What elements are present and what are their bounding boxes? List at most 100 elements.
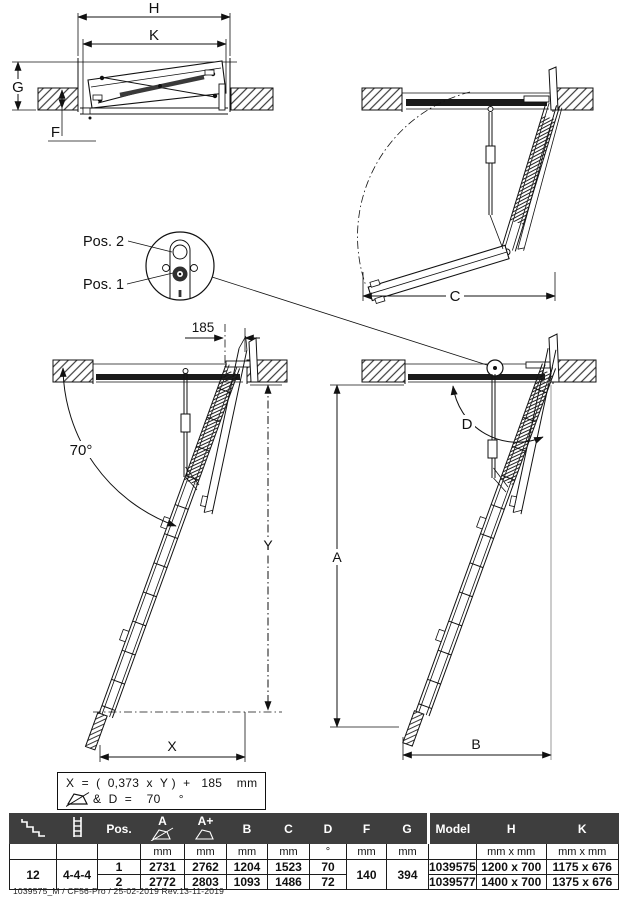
pos-cell: 1 [97, 859, 141, 875]
col-header-d-label: D [323, 821, 333, 836]
dim-label-a: A [332, 549, 342, 565]
unit-cell [97, 843, 141, 860]
a-plus-cell: 2762 [184, 859, 227, 875]
angle-arc-70 [59, 367, 177, 527]
col-header-a: A [140, 813, 185, 844]
open-door-frame-bar [406, 99, 547, 106]
pos-cell: 2 [97, 874, 141, 890]
formula-line-2-text: & D = 70 ° [93, 792, 184, 806]
tension-spring [510, 115, 556, 225]
table-header-row: Pos. A A+ B C D [9, 813, 619, 844]
unit-cell: mm x mm [475, 843, 547, 860]
closed-trapdoor-panel [80, 83, 228, 120]
col-header-g-label: G [402, 821, 412, 836]
col-header-pos: Pos. [97, 813, 141, 844]
drawing-folded-view: H K G F [10, 0, 274, 142]
door-frame-bar [408, 374, 545, 380]
ladder-icon [73, 817, 82, 837]
k-cell: 1175 x 676 [545, 859, 619, 875]
wall-hatch-left [37, 87, 79, 111]
dim-label-c: C [450, 288, 461, 305]
col-header-f: F [346, 813, 387, 844]
extended-ladder [402, 363, 557, 747]
label-pos-2: Pos. 2 [83, 234, 124, 250]
unit-cell: ° [309, 843, 347, 860]
col-header-b: B [226, 813, 268, 844]
d-cell: 72 [309, 874, 347, 890]
segments-cell: 4-4-4 [56, 859, 98, 890]
col-header-b-label: B [242, 821, 252, 836]
col-header-g: G [386, 813, 429, 844]
dim-label-y: Y [263, 537, 273, 553]
dim-label-185: 185 [192, 320, 215, 335]
table-units-row: mm mm mm mm ° mm mm mm x mm mm x mm [9, 843, 619, 860]
ladder-folded-lower-segments [367, 244, 510, 304]
wall-hatch-left [361, 87, 403, 111]
segment-lock [476, 516, 487, 530]
f-cell: 140 [346, 859, 387, 890]
hinge-bracket [248, 337, 259, 383]
position-2-hole [172, 244, 188, 260]
c-cell: 1486 [267, 874, 310, 890]
door-stay-rod [180, 368, 200, 491]
table-row: 12 4-4-4 1 2731 2762 1204 1523 70 140 39… [9, 859, 619, 890]
d-cell: 70 [309, 859, 347, 875]
foot-icon [194, 829, 214, 840]
model-cell: 1039575 [428, 859, 477, 875]
a-cell: 2772 [140, 874, 185, 890]
wall-hatch-right [552, 359, 597, 383]
model-cell: 1039577 [428, 874, 477, 890]
col-header-h: H [475, 813, 547, 844]
wall-hatch-right [230, 87, 274, 111]
col-header-a-plus: A+ [184, 813, 227, 844]
unit-cell [428, 843, 477, 860]
detail-leader-line [211, 276, 488, 366]
open-trapdoor-panel [517, 106, 563, 251]
hinge-bracket [548, 66, 559, 111]
dim-label-b: B [471, 736, 480, 752]
k-cell: 1375 x 676 [545, 874, 619, 890]
stairs-column-header [9, 813, 57, 844]
c-cell: 1523 [267, 859, 310, 875]
unit-cell: mm [226, 843, 268, 860]
drawing-room-view: D A B [330, 333, 597, 760]
steps-count-cell: 12 [9, 859, 57, 890]
col-header-model: Model [427, 813, 477, 844]
angle-arc-d [450, 385, 544, 444]
formula-line-2: & D = 70 ° [58, 790, 265, 807]
dim-label-g: G [12, 79, 24, 96]
unit-cell: mm [140, 843, 185, 860]
col-header-pos-label: Pos. [106, 821, 132, 836]
col-header-c: C [267, 813, 310, 844]
formula-line-1: X = ( 0,373 x Y ) + 185 mm [66, 776, 258, 790]
dim-label-d: D [462, 416, 473, 433]
table-row: 2 2772 2803 1093 1486 72 1039577 1400 x … [10, 874, 619, 890]
stairs-icon [21, 819, 45, 837]
h-cell: 1200 x 700 [475, 859, 547, 875]
formula-box: X = ( 0,373 x Y ) + 185 mm & D = 70 ° [57, 772, 266, 810]
col-header-c-label: C [284, 821, 293, 836]
swing-path-arc [357, 91, 471, 287]
extended-ladder [84, 363, 241, 751]
folded-ladder-bundle [87, 60, 227, 109]
drawing-extended-view: 185 [52, 320, 288, 762]
unit-cell [9, 843, 57, 860]
tension-spring [184, 369, 238, 485]
col-header-a-plus-label: A+ [197, 814, 214, 828]
dim-label-f: F [51, 124, 60, 141]
ladder-foot [402, 710, 425, 747]
ladder-upper-segment [501, 101, 561, 252]
document-revision-note: 1039575_M / CF56-Pro / 25-02-2019 Rev.13… [13, 886, 225, 896]
dim-label-k: K [149, 27, 159, 44]
b-cell: 1204 [226, 859, 268, 875]
wall-hatch-left [361, 359, 406, 383]
col-header-model-label: Model [435, 821, 471, 836]
drawings-canvas: H K G F [10, 0, 597, 762]
unit-cell: mm [184, 843, 227, 860]
unit-cell: mm x mm [545, 843, 619, 860]
col-header-a-label: A [158, 814, 167, 828]
col-header-f-label: F [362, 821, 371, 836]
dim-label-70deg: 70° [70, 442, 93, 459]
door-frame-bar [96, 374, 240, 380]
